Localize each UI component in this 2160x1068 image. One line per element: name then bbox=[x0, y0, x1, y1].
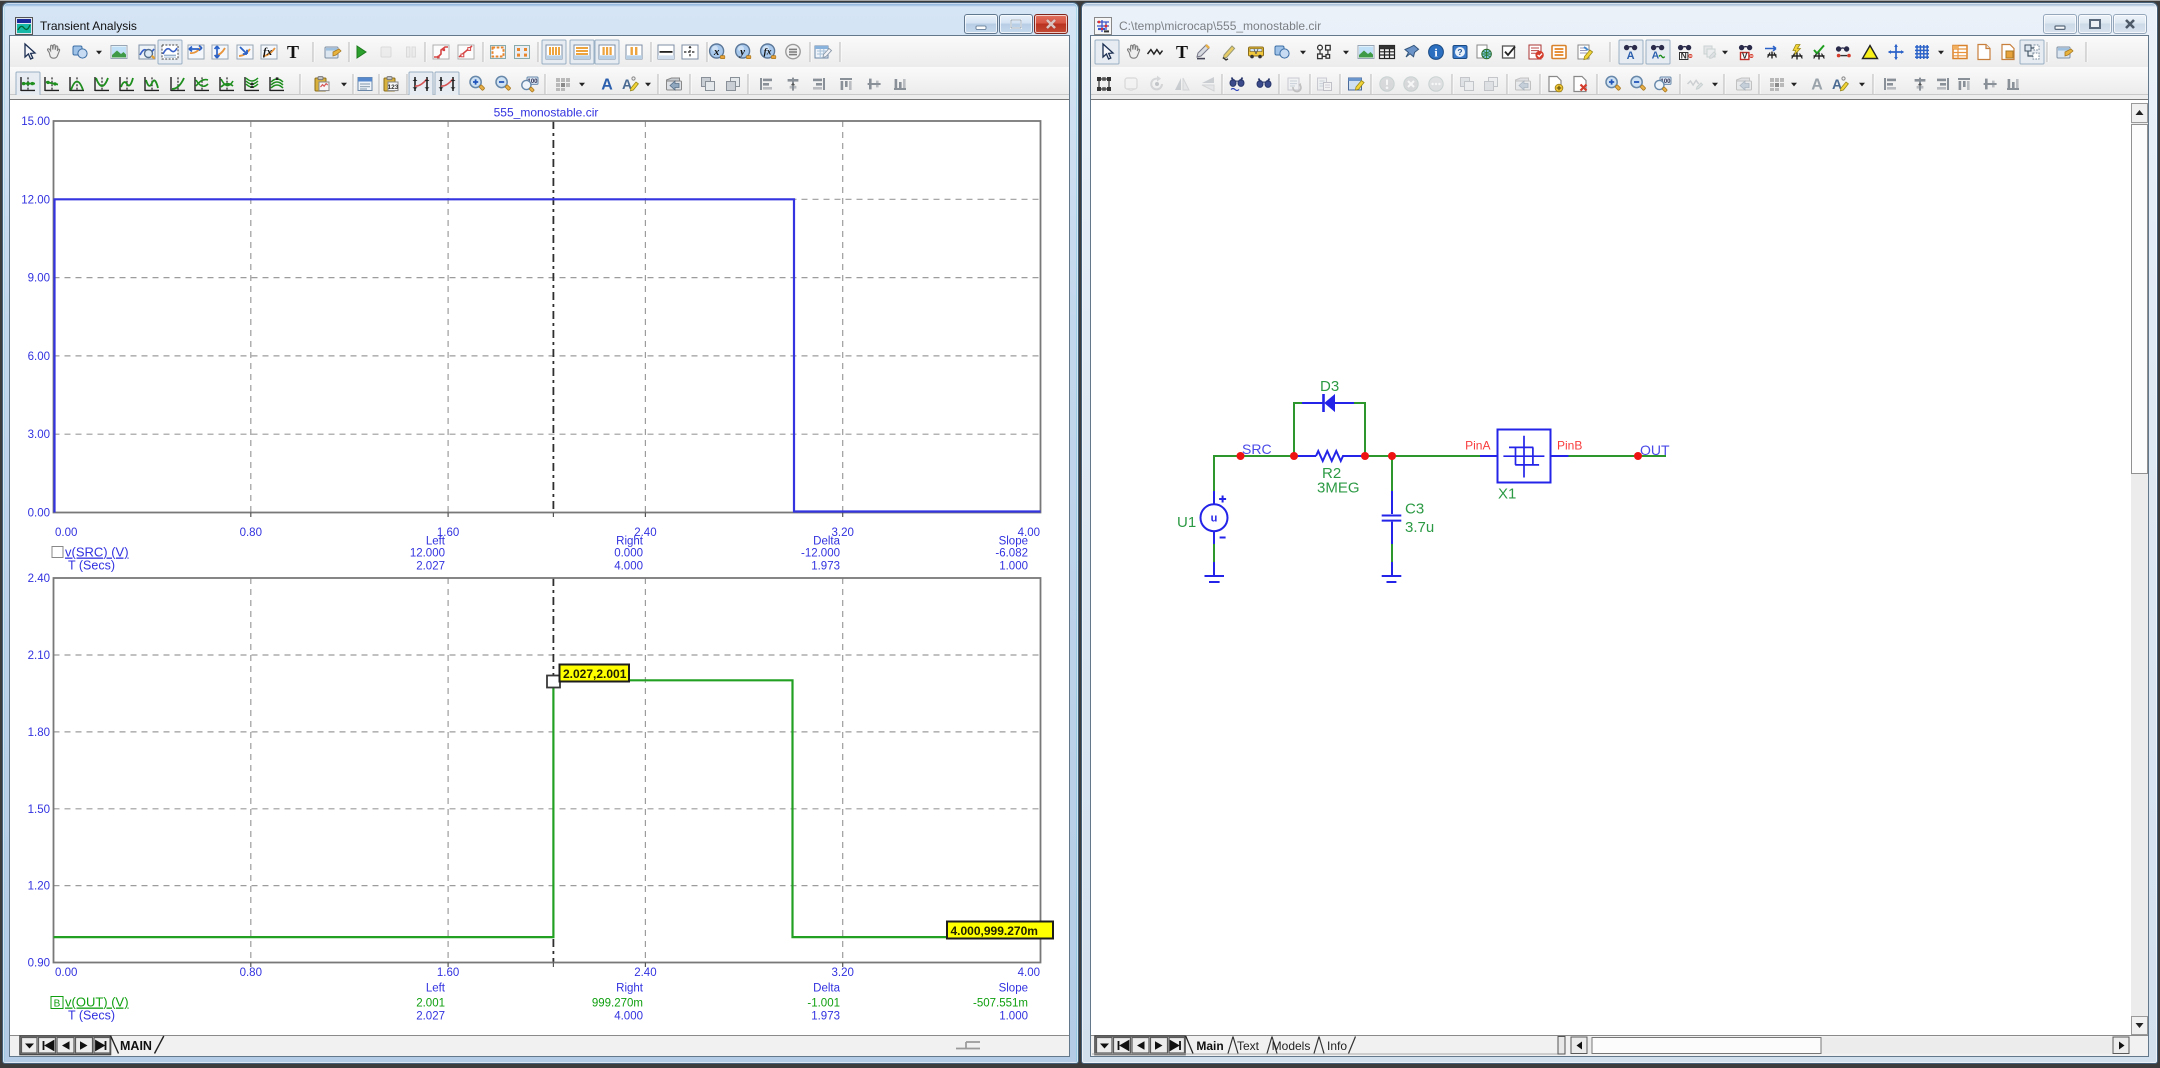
svg-text:Right: Right bbox=[616, 536, 644, 548]
svg-text:2.40: 2.40 bbox=[634, 527, 656, 539]
svg-text:12.000: 12.000 bbox=[410, 548, 445, 560]
svg-text:3.00: 3.00 bbox=[28, 429, 50, 441]
svg-text:0.90: 0.90 bbox=[28, 958, 50, 970]
svg-text:2.40: 2.40 bbox=[634, 967, 656, 979]
svg-text:0.000: 0.000 bbox=[614, 548, 643, 560]
svg-text:0.00: 0.00 bbox=[55, 527, 77, 539]
svg-text:6.00: 6.00 bbox=[28, 351, 50, 363]
svg-text:3.7u: 3.7u bbox=[1405, 519, 1434, 536]
svg-text:9.00: 9.00 bbox=[28, 273, 50, 285]
svg-text:SRC: SRC bbox=[1242, 441, 1272, 457]
svg-text:2.10: 2.10 bbox=[28, 650, 50, 662]
svg-text:0.80: 0.80 bbox=[240, 967, 262, 979]
svg-text:555_monostable.cir: 555_monostable.cir bbox=[494, 106, 599, 120]
svg-text:X1: X1 bbox=[1498, 486, 1516, 503]
svg-text:v(OUT) (V): v(OUT) (V) bbox=[65, 995, 129, 1010]
svg-text:2.40: 2.40 bbox=[28, 573, 50, 585]
svg-text:Left: Left bbox=[426, 983, 446, 995]
svg-text:Text: Text bbox=[1237, 1039, 1260, 1053]
svg-text:1.973: 1.973 bbox=[811, 561, 840, 573]
svg-text:15.00: 15.00 bbox=[21, 116, 50, 128]
svg-text:Left: Left bbox=[426, 536, 446, 548]
svg-text:2.027: 2.027 bbox=[416, 561, 445, 573]
svg-text:v(SRC) (V): v(SRC) (V) bbox=[65, 545, 129, 560]
svg-text:4.00: 4.00 bbox=[1018, 527, 1040, 539]
svg-text:1.20: 1.20 bbox=[28, 881, 50, 893]
svg-text:OUT: OUT bbox=[1640, 442, 1670, 458]
svg-text:4.000: 4.000 bbox=[614, 1011, 643, 1023]
svg-text:4.000: 4.000 bbox=[614, 561, 643, 573]
svg-text:PinB: PinB bbox=[1557, 439, 1582, 453]
svg-text:Main: Main bbox=[1196, 1039, 1223, 1053]
svg-text:-12.000: -12.000 bbox=[801, 548, 840, 560]
svg-text:999.270m: 999.270m bbox=[592, 998, 643, 1010]
svg-text:u: u bbox=[1211, 513, 1218, 525]
svg-text:2.027,2.001: 2.027,2.001 bbox=[563, 667, 627, 681]
svg-text:1.60: 1.60 bbox=[437, 527, 459, 539]
svg-text:1.50: 1.50 bbox=[28, 804, 50, 816]
svg-text:Delta: Delta bbox=[813, 983, 840, 995]
svg-text:1.973: 1.973 bbox=[811, 1011, 840, 1023]
svg-text:1.60: 1.60 bbox=[437, 967, 459, 979]
svg-text:Slope: Slope bbox=[999, 983, 1028, 995]
svg-text:T (Secs): T (Secs) bbox=[68, 559, 115, 573]
svg-text:R2: R2 bbox=[1322, 465, 1341, 482]
svg-text:B: B bbox=[54, 999, 61, 1010]
svg-text:-507.551m: -507.551m bbox=[973, 998, 1028, 1010]
svg-text:4.00: 4.00 bbox=[1018, 967, 1040, 979]
svg-text:2.001: 2.001 bbox=[416, 998, 445, 1010]
svg-text:2.027: 2.027 bbox=[416, 1011, 445, 1023]
svg-text:Right: Right bbox=[616, 983, 644, 995]
svg-text:3.20: 3.20 bbox=[832, 527, 854, 539]
svg-text:C3: C3 bbox=[1405, 501, 1424, 518]
svg-text:4.000,999.270m: 4.000,999.270m bbox=[951, 924, 1038, 938]
svg-text:PinA: PinA bbox=[1465, 439, 1490, 453]
svg-text:0.00: 0.00 bbox=[55, 967, 77, 979]
svg-text:Models: Models bbox=[1272, 1039, 1311, 1053]
svg-text:-1.001: -1.001 bbox=[807, 998, 840, 1010]
svg-text:1.000: 1.000 bbox=[999, 1011, 1028, 1023]
svg-text:Delta: Delta bbox=[813, 536, 840, 548]
svg-text:D3: D3 bbox=[1320, 378, 1339, 395]
svg-text:3.20: 3.20 bbox=[832, 967, 854, 979]
svg-text:0.00: 0.00 bbox=[28, 508, 50, 520]
svg-text:MAIN: MAIN bbox=[120, 1039, 152, 1053]
svg-text:1.80: 1.80 bbox=[28, 727, 50, 739]
svg-text:12.00: 12.00 bbox=[21, 194, 50, 206]
svg-text:Slope: Slope bbox=[999, 536, 1028, 548]
svg-text:Info: Info bbox=[1327, 1039, 1347, 1053]
svg-text:-6.082: -6.082 bbox=[995, 548, 1028, 560]
svg-text:0.80: 0.80 bbox=[240, 527, 262, 539]
svg-text:T (Secs): T (Secs) bbox=[68, 1009, 115, 1023]
svg-text:U1: U1 bbox=[1177, 514, 1196, 531]
svg-text:3MEG: 3MEG bbox=[1317, 480, 1360, 497]
svg-text:1.000: 1.000 bbox=[999, 561, 1028, 573]
